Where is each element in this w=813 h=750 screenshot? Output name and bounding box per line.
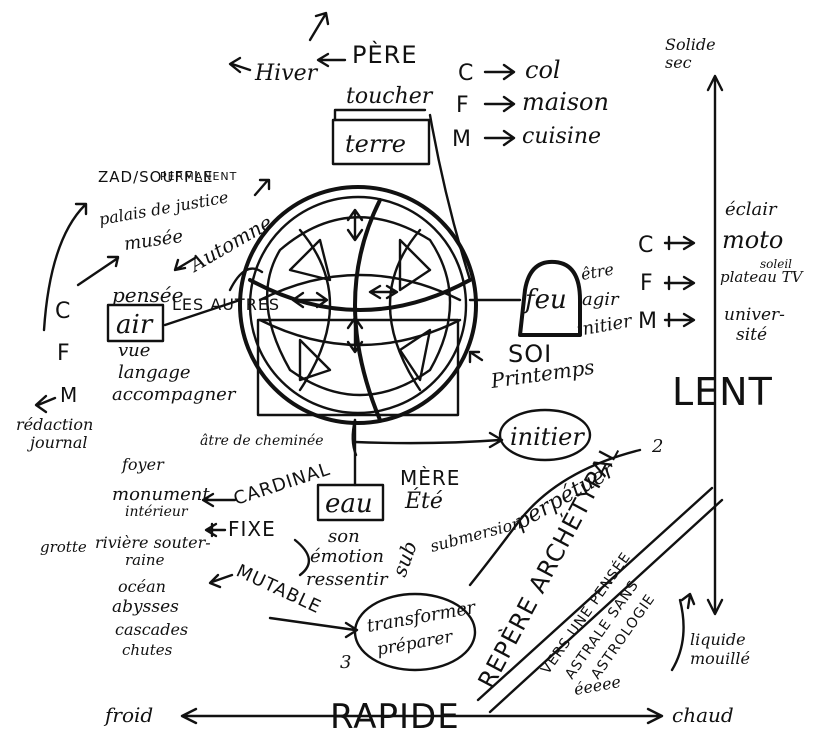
- number-2: 2: [651, 436, 663, 457]
- initier-label: initier: [510, 423, 585, 451]
- etre-label: être: [579, 259, 615, 283]
- universite-label: univer-: [724, 305, 785, 325]
- zad-label: ZAD/SOUFFLE: [98, 168, 214, 186]
- son-label: son: [328, 526, 360, 547]
- left-m: M: [60, 383, 78, 407]
- list-key-m: M: [452, 127, 472, 152]
- right-m: M: [638, 309, 658, 334]
- journal-label: journal: [27, 433, 88, 452]
- list-value-maison: maison: [522, 88, 609, 116]
- ocean-label: océan: [118, 577, 166, 596]
- lent-label: LENT: [672, 370, 773, 414]
- solide-label: Solide: [665, 35, 716, 54]
- redaction-label: rédaction: [16, 415, 93, 434]
- grotte-label: grotte: [40, 538, 87, 556]
- palais-label: palais de justice: [97, 187, 229, 228]
- langage-label: langage: [118, 362, 191, 383]
- left-c: C: [55, 299, 71, 324]
- fixe-label: FIXE: [228, 517, 276, 541]
- list-key-c: C: [458, 61, 474, 86]
- initier-label-right: initier: [575, 310, 635, 341]
- agir-label: agir: [582, 289, 620, 310]
- left-f: F: [57, 341, 71, 366]
- vue-label: vue: [118, 340, 150, 361]
- sub-label: sub: [387, 538, 422, 580]
- mouille-label: mouillé: [690, 649, 750, 668]
- automne-label: Automne: [184, 210, 277, 277]
- froid-label: froid: [103, 703, 153, 727]
- hiver-label: Hiver: [254, 61, 319, 86]
- transformer-label: transformer: [365, 597, 478, 637]
- emotion-label: émotion: [310, 546, 384, 567]
- pere-label: PÈRE: [352, 40, 417, 69]
- mere-label: MÈRE: [400, 466, 460, 490]
- pensee-label: pensée: [112, 283, 183, 307]
- central-mandala: [228, 185, 478, 425]
- moto-label: moto: [722, 226, 783, 254]
- ressentir-label: ressentir: [306, 569, 389, 590]
- atre-label: âtre de cheminée: [200, 433, 324, 449]
- sec-label: sec: [665, 53, 692, 72]
- chutes-label: chutes: [122, 641, 173, 659]
- feu-label: feu: [523, 285, 567, 315]
- terre-label: terre: [345, 130, 406, 158]
- air-label: air: [116, 310, 154, 340]
- abysses-label: abysses: [112, 597, 179, 617]
- plateau-label: plateau TV: [720, 268, 805, 286]
- chaud-label: chaud: [672, 703, 734, 727]
- ete-label: Été: [404, 487, 443, 514]
- musee-label: musée: [123, 226, 185, 255]
- signature: éeeee: [572, 672, 622, 699]
- terre-box: [331, 118, 431, 166]
- toucher-label: toucher: [346, 84, 434, 109]
- soi-label: SOI: [508, 340, 552, 368]
- monument-label: monument: [112, 484, 210, 505]
- eclair-label: éclair: [725, 199, 778, 220]
- eau-label: eau: [325, 489, 373, 519]
- riviere-label: rivière souter-: [95, 533, 211, 552]
- number-3: 3: [340, 652, 351, 673]
- interieur-label: intérieur: [125, 504, 189, 520]
- rapide-label: RAPIDE: [330, 697, 460, 737]
- site-label: sité: [736, 325, 767, 345]
- list-value-cuisine: cuisine: [522, 124, 601, 149]
- cascades-label: cascades: [115, 620, 188, 639]
- list-value-col: col: [525, 56, 561, 84]
- soleil-label: soleil: [760, 257, 792, 271]
- accompagner-label: accompagner: [112, 384, 237, 405]
- zad-permanent: PERMANENT: [160, 170, 237, 183]
- right-f: F: [640, 271, 654, 296]
- foyer-label: foyer: [121, 455, 165, 474]
- list-key-f: F: [456, 93, 470, 118]
- liquide-label: liquide: [690, 630, 746, 649]
- top-right-list: C col F maison M cuisine: [452, 56, 609, 152]
- raine-label: raine: [125, 551, 165, 569]
- right-c: C: [638, 233, 654, 258]
